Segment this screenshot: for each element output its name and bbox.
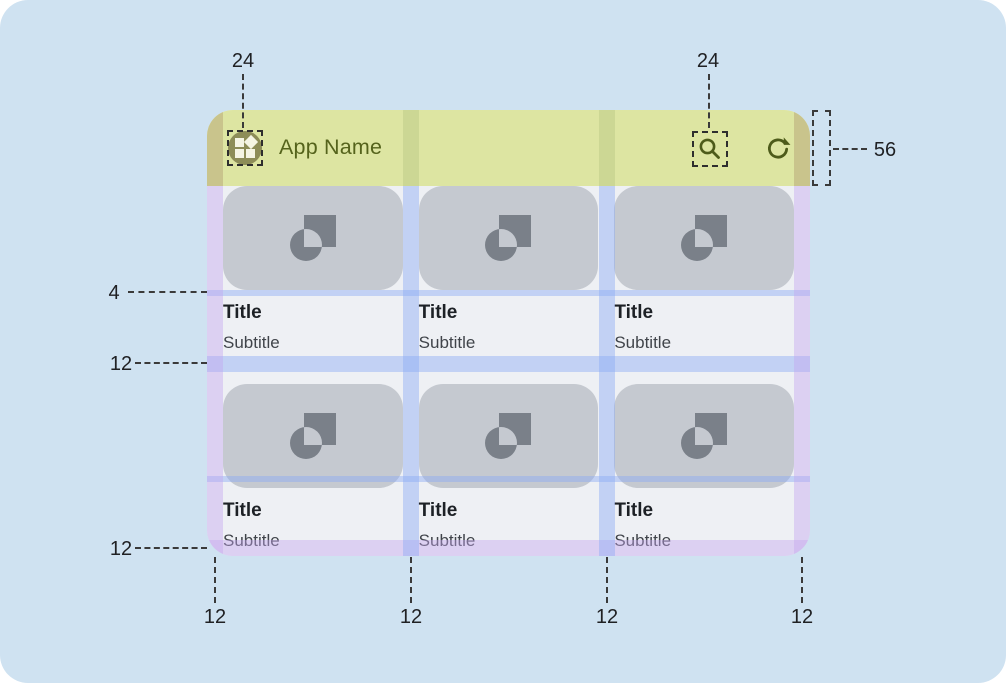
right-margin-overlay [794, 186, 810, 556]
guide-line [708, 74, 710, 128]
card-grid: Title Subtitle Title Subtitle [223, 186, 794, 556]
card-image [223, 186, 403, 290]
card[interactable]: Title Subtitle [223, 186, 403, 368]
card-image [223, 384, 403, 488]
app-title: App Name [279, 135, 383, 159]
image-placeholder-icon [681, 215, 728, 261]
dimension-label-12-bottom-margin: 12 [109, 538, 133, 560]
card[interactable]: Title Subtitle [418, 186, 599, 368]
image-placeholder-icon [289, 413, 336, 459]
dimension-label-12-margin-right: 12 [790, 606, 814, 628]
image-placeholder-icon [485, 413, 532, 459]
dimension-label-12-gutter-2: 12 [595, 606, 619, 628]
search-measure-box [692, 131, 728, 167]
guide-line [606, 557, 608, 603]
card-subtitle: Subtitle [614, 333, 672, 352]
dimension-label-24-left: 24 [231, 50, 255, 72]
dimension-label-12-gutter-1: 12 [399, 606, 423, 628]
guide-line [242, 74, 244, 128]
dimension-label-12-margin-left: 12 [203, 606, 227, 628]
card-subtitle: Subtitle [418, 531, 476, 550]
grid-tiles-icon [235, 149, 244, 158]
card[interactable]: Title Subtitle [418, 384, 599, 556]
guide-line [833, 148, 867, 150]
guide-line [801, 557, 803, 603]
grid-tiles-icon [246, 149, 255, 158]
guide-line [410, 557, 412, 603]
card-subtitle: Subtitle [223, 531, 280, 550]
card-image [614, 186, 794, 290]
image-placeholder-icon [289, 215, 336, 261]
card-subtitle: Subtitle [418, 333, 476, 352]
card-image [418, 384, 599, 488]
image-placeholder-icon [681, 413, 728, 459]
card-subtitle: Subtitle [223, 333, 280, 352]
guide-line [135, 547, 207, 549]
card-image [418, 186, 599, 290]
left-margin-overlay [207, 186, 223, 556]
card-title: Title [418, 500, 458, 521]
app-logo-button[interactable] [228, 131, 262, 165]
card-title: Title [418, 302, 458, 323]
card[interactable]: Title Subtitle [614, 186, 794, 368]
guide-line [135, 362, 207, 364]
refresh-icon[interactable] [765, 135, 791, 161]
card-image [614, 384, 794, 488]
app-window-mockup: App Name Title Subtitle [207, 110, 810, 556]
image-placeholder-icon [485, 215, 532, 261]
dimension-label-12-rowgap: 12 [109, 353, 133, 375]
guide-line [128, 291, 207, 293]
logo-measure-box [227, 130, 263, 166]
card-title: Title [223, 302, 262, 323]
card[interactable]: Title Subtitle [223, 384, 403, 556]
card-subtitle: Subtitle [614, 531, 672, 550]
card-title: Title [614, 500, 654, 521]
dimension-label-56: 56 [873, 139, 897, 161]
appbar-height-measure-box [812, 110, 831, 186]
dimension-label-4: 4 [108, 282, 120, 304]
guide-line [214, 557, 216, 603]
grid-tiles-icon [235, 138, 244, 147]
dimension-label-24-right: 24 [696, 50, 720, 72]
card[interactable]: Title Subtitle [614, 384, 794, 556]
card-title: Title [223, 500, 262, 521]
search-icon[interactable] [697, 136, 723, 162]
card-title: Title [614, 302, 654, 323]
